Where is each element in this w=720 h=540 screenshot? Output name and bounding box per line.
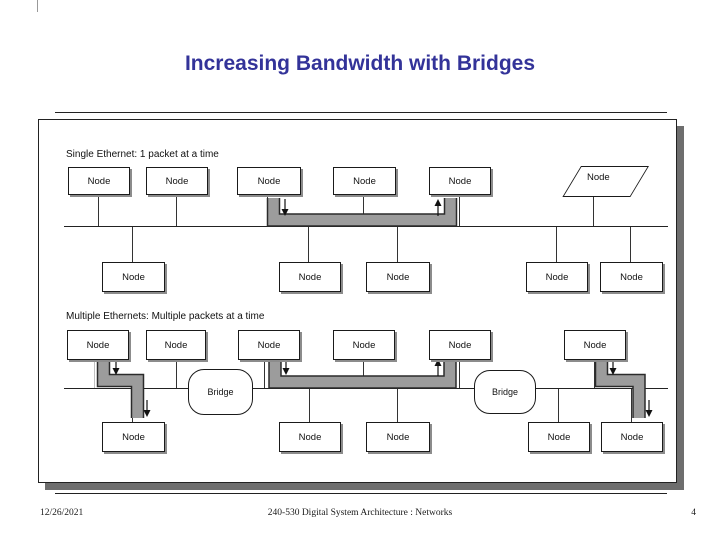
node-box: Node xyxy=(526,262,588,292)
node-box: Node xyxy=(102,262,165,292)
bridge-box: Bridge xyxy=(188,369,253,415)
node-box: Node xyxy=(601,422,663,452)
arrow-down-icon xyxy=(281,199,289,216)
footer-course: 240-530 Digital System Architecture : Ne… xyxy=(267,508,453,518)
placeholder-edge-mark xyxy=(37,0,38,12)
arrow-down-icon xyxy=(112,359,120,375)
node-box: Node xyxy=(102,422,165,452)
single-ethernet-label: Single Ethernet: 1 packet at a time xyxy=(66,149,219,160)
node-box: Node xyxy=(146,167,208,195)
drop-line xyxy=(397,389,398,422)
title-underline xyxy=(55,112,667,113)
arrow-up-icon xyxy=(434,359,442,376)
drop-line xyxy=(459,193,460,226)
drop-line xyxy=(558,389,559,422)
node-box: Node xyxy=(333,167,396,195)
packet-path-right-bridge xyxy=(594,359,646,418)
node-box: Node xyxy=(279,262,341,292)
drop-line xyxy=(630,227,631,262)
node-box: Node xyxy=(528,422,590,452)
drop-line xyxy=(363,193,364,226)
node-box: Node xyxy=(429,330,491,360)
drop-line xyxy=(594,358,595,388)
node-box: Node xyxy=(237,167,301,195)
footer-divider xyxy=(55,493,667,494)
node-box: Node xyxy=(564,330,626,360)
footer-date: 12/26/2021 xyxy=(40,508,84,518)
drop-line xyxy=(631,389,632,422)
node-box: Node xyxy=(366,422,430,452)
diagram-frame: Single Ethernet: 1 packet at a time Mult… xyxy=(38,119,677,483)
packet-path-middle xyxy=(268,359,457,389)
drop-line xyxy=(132,227,133,262)
arrow-down-icon xyxy=(143,400,151,417)
drop-line xyxy=(397,227,398,262)
arrow-down-icon xyxy=(282,359,290,375)
packet-paths-overlay xyxy=(96,198,653,418)
node-box: Node xyxy=(146,330,206,360)
node-box: Node xyxy=(68,167,130,195)
multiple-ethernets-label: Multiple Ethernets: Multiple packets at … xyxy=(66,311,265,322)
arrow-down-icon xyxy=(609,359,617,375)
page-title: Increasing Bandwidth with Bridges xyxy=(184,52,536,75)
drop-line xyxy=(308,227,309,262)
drop-line xyxy=(176,193,177,226)
arrow-down-icon xyxy=(645,400,653,417)
packet-path-left-bridge xyxy=(96,358,145,418)
drop-line xyxy=(264,358,265,388)
packet-path-single xyxy=(266,198,458,227)
bridge-box: Bridge xyxy=(474,370,536,414)
drop-line xyxy=(176,358,177,388)
node-box: Node xyxy=(600,262,663,292)
node-parallelogram-label: Node xyxy=(587,172,610,183)
node-box: Node xyxy=(279,422,341,452)
drop-line xyxy=(363,358,364,388)
drop-line xyxy=(556,227,557,262)
drop-line xyxy=(593,195,594,226)
node-box: Node xyxy=(429,167,491,195)
drop-line xyxy=(309,389,310,422)
node-box: Node xyxy=(67,330,129,360)
drop-line xyxy=(459,358,460,388)
ethernet-segment-3 xyxy=(534,388,668,389)
node-box: Node xyxy=(366,262,430,292)
drop-line xyxy=(94,358,95,388)
footer-page-number: 4 xyxy=(691,508,696,518)
ethernet-segment-1 xyxy=(64,388,188,389)
arrow-up-icon xyxy=(434,199,442,216)
node-box: Node xyxy=(238,330,300,360)
node-box: Node xyxy=(333,330,395,360)
drop-line xyxy=(98,193,99,226)
